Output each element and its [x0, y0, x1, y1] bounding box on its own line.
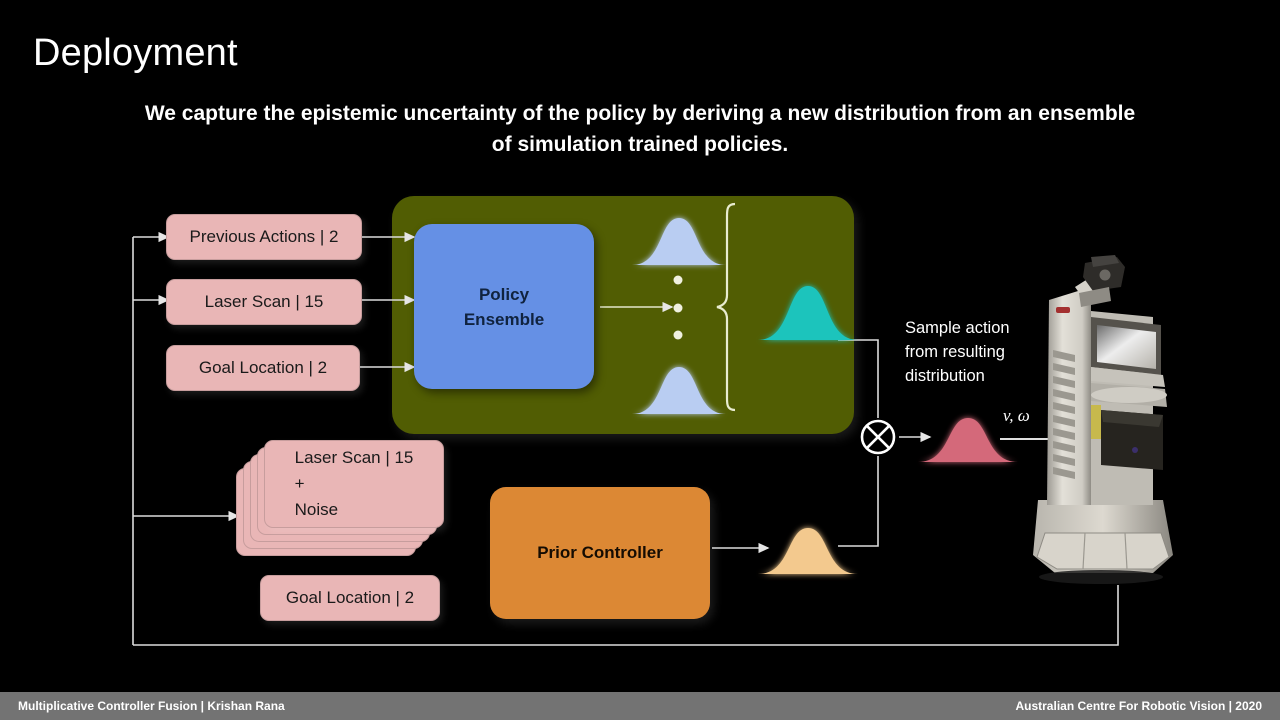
input-box-label: Previous Actions | 2 — [189, 227, 339, 246]
footer-bar: Multiplicative Controller Fusion | Krish… — [0, 692, 1280, 720]
sample-action-note: Sample action from resulting distributio… — [905, 316, 1050, 388]
footer-right-text: Australian Centre For Robotic Vision | 2… — [1015, 699, 1262, 713]
input-box-label: Goal Location | 2 — [285, 588, 415, 607]
noisy-input-line3: Noise — [294, 500, 339, 519]
sample-note-line2: from resulting — [905, 343, 1005, 361]
prior-controller-label: Prior Controller — [537, 543, 663, 562]
policy-ensemble-block[interactable]: Policy Ensemble — [414, 224, 594, 389]
input-box-goal-location[interactable]: Goal Location | 2 — [166, 345, 360, 391]
stack-card-front[interactable]: Laser Scan | 15 + Noise — [264, 440, 444, 528]
multiply-node[interactable] — [859, 418, 897, 456]
sample-note-line3: distribution — [905, 367, 985, 385]
policy-ensemble-label-line2: Ensemble — [463, 309, 545, 329]
noisy-input-line1: Laser Scan | 15 — [294, 448, 414, 467]
noisy-input-stack[interactable]: Laser Scan | 15 + Noise — [236, 440, 444, 556]
prior-controller-block[interactable]: Prior Controller — [490, 487, 710, 619]
robot-image — [1013, 255, 1188, 585]
input-box-previous-actions[interactable]: Previous Actions | 2 — [166, 214, 362, 260]
input-box-label: Laser Scan | 15 — [204, 292, 324, 311]
input-box-laser-scan[interactable]: Laser Scan | 15 — [166, 279, 362, 325]
noisy-input-line2: + — [294, 474, 305, 493]
policy-ensemble-label-line1: Policy — [478, 284, 530, 304]
page-title: Deployment — [33, 32, 238, 74]
slide-subtitle: We capture the epistemic uncertainty of … — [144, 102, 1136, 156]
input-box-label: Goal Location | 2 — [198, 358, 328, 377]
velocity-command-text: v, ω — [1003, 406, 1030, 425]
input-box-goal-location-prior[interactable]: Goal Location | 2 — [260, 575, 440, 621]
footer-left-text: Multiplicative Controller Fusion | Krish… — [18, 699, 285, 713]
velocity-command-label: v, ω — [1003, 406, 1030, 426]
sample-note-line1: Sample action — [905, 319, 1010, 337]
gaussian-prior — [758, 528, 858, 574]
